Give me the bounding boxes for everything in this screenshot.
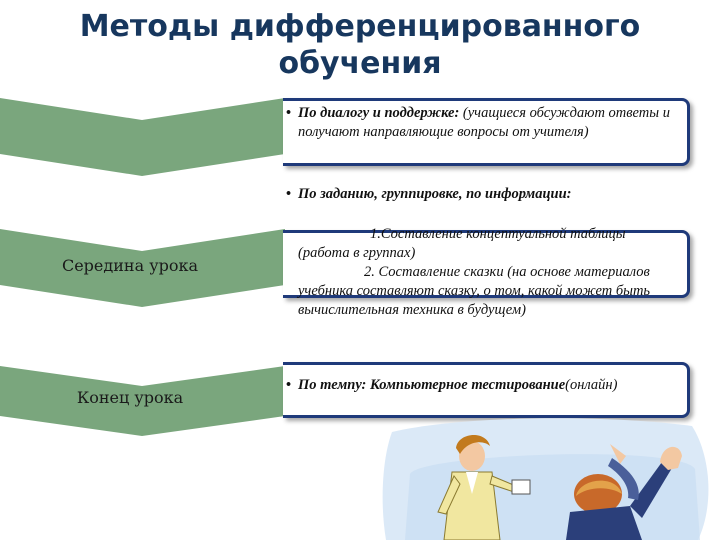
slide-title: Методы дифференцированного обучения <box>79 9 641 81</box>
method-dialog: • По диалогу и поддержке: (учащиеся обсу… <box>286 104 678 142</box>
method-pace-text: (онлайн) <box>565 377 618 393</box>
method-pace-heading: По темпу: Компьютерное тестирование <box>298 377 566 393</box>
bullet-icon: • <box>286 186 292 202</box>
method-card-pace <box>283 362 690 418</box>
teacher-students-illustration <box>382 418 709 540</box>
method-pace: • По темпу: Компьютерное тестирование(он… <box>286 376 678 395</box>
bullet-icon: • <box>286 105 292 121</box>
method-card-task <box>283 230 690 298</box>
stage-chevron-end <box>0 366 285 436</box>
method-task-heading: По заданию, группировке, по информации: <box>298 186 572 202</box>
stage-label-middle: Середина урока <box>61 256 199 275</box>
method-dialog-text: (учащиеся обсуждают ответы и получают на… <box>298 105 670 140</box>
method-task-item1: 1.Составление концептуальной таблицы (ра… <box>298 226 626 261</box>
method-dialog-heading: По диалогу и поддержке: <box>298 105 460 121</box>
bullet-icon: • <box>286 377 292 393</box>
method-task-item2: 2. Составление сказки (на основе материа… <box>298 264 651 318</box>
stage-label-end: Конец урока <box>76 388 184 407</box>
stage-chevron-beginning <box>0 98 285 176</box>
method-task: • По заданию, группировке, по информации… <box>286 185 678 320</box>
stage-chevron-middle <box>0 229 285 307</box>
method-card-dialog <box>283 98 690 166</box>
